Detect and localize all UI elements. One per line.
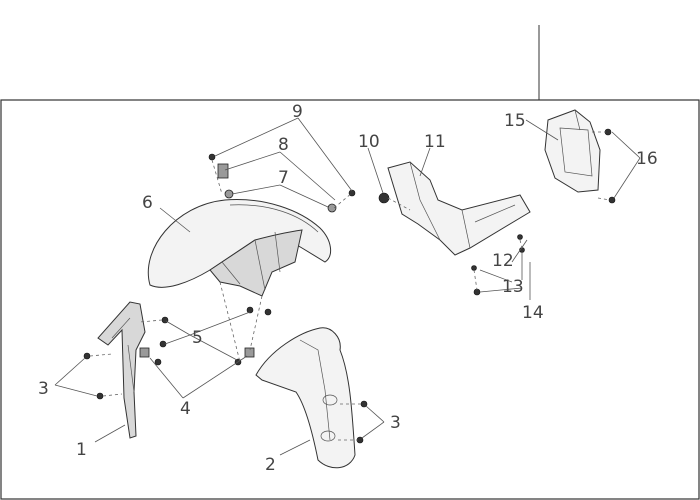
part-2-rear-hugger xyxy=(255,327,356,469)
callout-2: 2 xyxy=(265,455,276,475)
callout-12: 12 xyxy=(492,251,514,271)
part-1-front-bracket xyxy=(97,301,146,439)
callout-3-left: 3 xyxy=(38,379,49,399)
callout-11: 11 xyxy=(424,132,446,152)
callout-8: 8 xyxy=(278,135,289,155)
part-15-rear-cover xyxy=(544,109,601,193)
callout-1: 1 xyxy=(76,440,87,460)
leader-lines xyxy=(54,117,641,456)
callout-16: 16 xyxy=(636,149,658,169)
callout-5: 5 xyxy=(192,328,203,348)
assembly-lines xyxy=(89,131,611,441)
part-6-front-fender xyxy=(147,199,332,297)
callout-7: 7 xyxy=(278,168,289,188)
callout-6: 6 xyxy=(142,193,153,213)
callout-15: 15 xyxy=(504,111,526,131)
callout-9: 9 xyxy=(292,102,303,122)
part-11-inner-fender xyxy=(387,161,531,256)
callout-4: 4 xyxy=(180,399,191,419)
diagram-frame xyxy=(0,99,700,500)
callout-3-right: 3 xyxy=(390,413,401,433)
callout-10: 10 xyxy=(358,132,380,152)
callout-14: 14 xyxy=(522,303,544,323)
callout-13: 13 xyxy=(502,277,524,297)
